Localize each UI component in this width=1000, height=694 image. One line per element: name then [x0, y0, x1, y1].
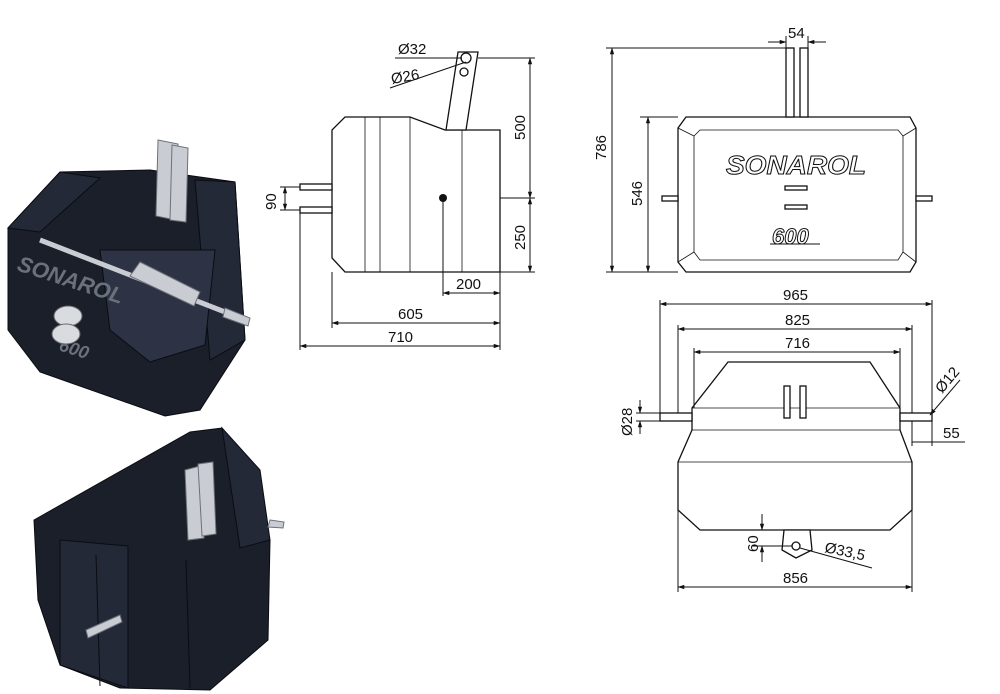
dim-body-height: 546: [629, 181, 646, 206]
dim-overall-length: 710: [388, 329, 413, 346]
dim-overall-height: 786: [593, 135, 610, 160]
dim-pin-hole-small: Ø26: [390, 66, 421, 88]
dim-pin-hole-large: Ø32: [398, 41, 426, 58]
dim-pin-hole: Ø12: [932, 364, 963, 397]
front-view: SONAROL 600 54 786 546: [593, 25, 933, 273]
dim-body-length: 605: [398, 306, 423, 323]
dim-pin-span: 825: [785, 312, 810, 329]
isometric-view-front: SONAROL 600: [6, 139, 251, 417]
dim-overall-width: 965: [783, 287, 808, 304]
front-logo-text: SONAROL: [726, 150, 866, 180]
dim-body-bottom-width: 856: [783, 570, 808, 587]
dim-pin-end: 55: [943, 425, 960, 442]
dim-upper-height: 500: [512, 115, 529, 140]
dim-lug-width: 54: [788, 25, 805, 42]
dim-body-top-width: 716: [785, 335, 810, 352]
dim-pin-spacing: 90: [263, 193, 280, 210]
dim-lug-offset: 60: [745, 535, 762, 552]
top-view: 965 825 716 Ø28 Ø12 55 60 Ø33,5 856: [619, 287, 965, 592]
dim-pin-diameter: Ø28: [619, 408, 636, 436]
isometric-view-rear: [33, 426, 285, 691]
front-model-text: 600: [772, 224, 809, 249]
dim-hole-offset: 200: [456, 276, 481, 293]
dim-lower-height: 250: [512, 225, 529, 250]
side-view: Ø32 Ø26 90 500 250 200 605 710: [263, 41, 535, 350]
